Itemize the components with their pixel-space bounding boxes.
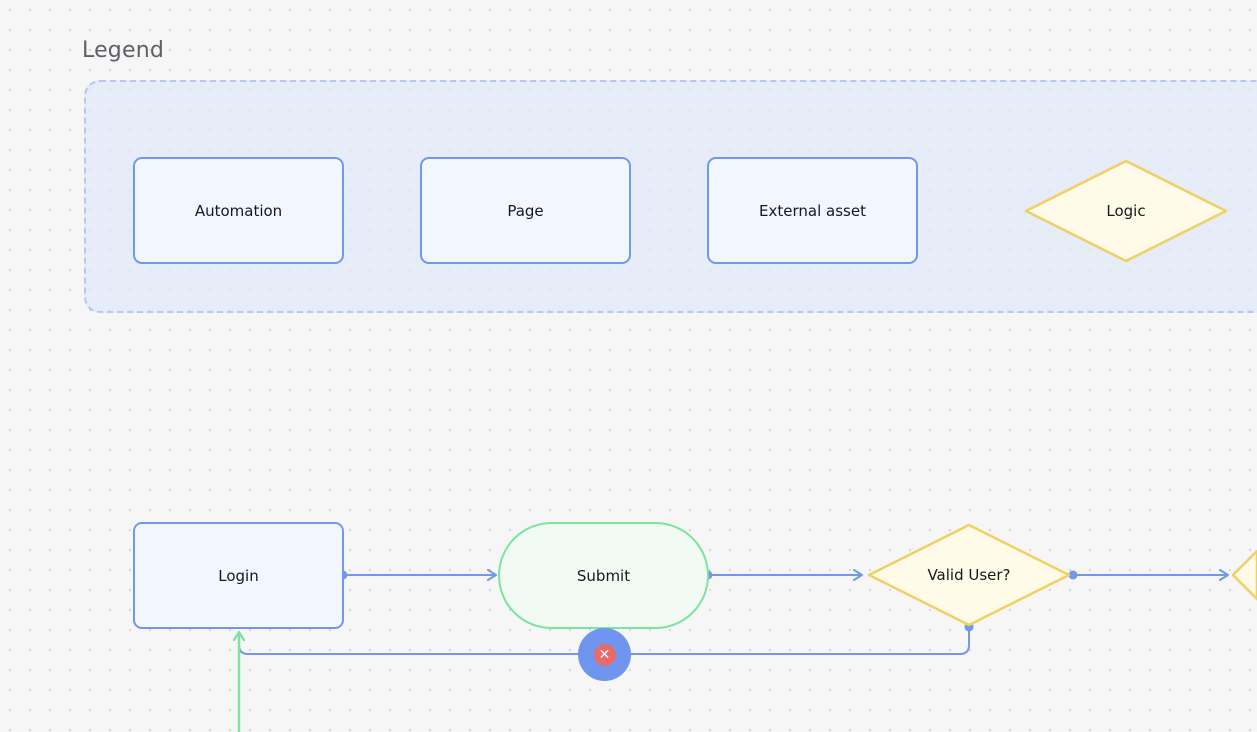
edge-valid-user-to-next-logic-anchor bbox=[1068, 570, 1078, 580]
legend-logic-diamond-shape bbox=[1024, 159, 1228, 263]
legend-automation-node[interactable]: Automation bbox=[133, 157, 344, 264]
legend-logic-node[interactable]: Logic bbox=[1024, 159, 1228, 263]
flow-login-node[interactable]: Login bbox=[133, 522, 344, 629]
flow-submit-node[interactable]: Submit bbox=[498, 522, 709, 629]
next-logic-diamond-partial bbox=[1231, 549, 1257, 601]
close-icon: ✕ bbox=[593, 643, 616, 666]
legend-external-asset-node[interactable]: External asset bbox=[707, 157, 918, 264]
legend-page-label: Page bbox=[507, 201, 544, 220]
legend-title: Legend bbox=[82, 38, 165, 63]
legend-external-asset-label: External asset bbox=[759, 201, 866, 220]
legend-logic-label: Logic bbox=[1106, 202, 1146, 220]
flow-submit-label: Submit bbox=[576, 566, 631, 585]
legend-page-node[interactable]: Page bbox=[420, 157, 631, 264]
flow-valid-user-node[interactable]: Valid User? bbox=[867, 523, 1071, 627]
flow-login-label: Login bbox=[218, 566, 259, 585]
legend-automation-label: Automation bbox=[194, 201, 283, 220]
invalid-branch-badge[interactable]: ✕ bbox=[578, 628, 631, 681]
flow-valid-user-diamond-shape bbox=[867, 523, 1071, 627]
flow-valid-user-label: Valid User? bbox=[927, 566, 1011, 584]
